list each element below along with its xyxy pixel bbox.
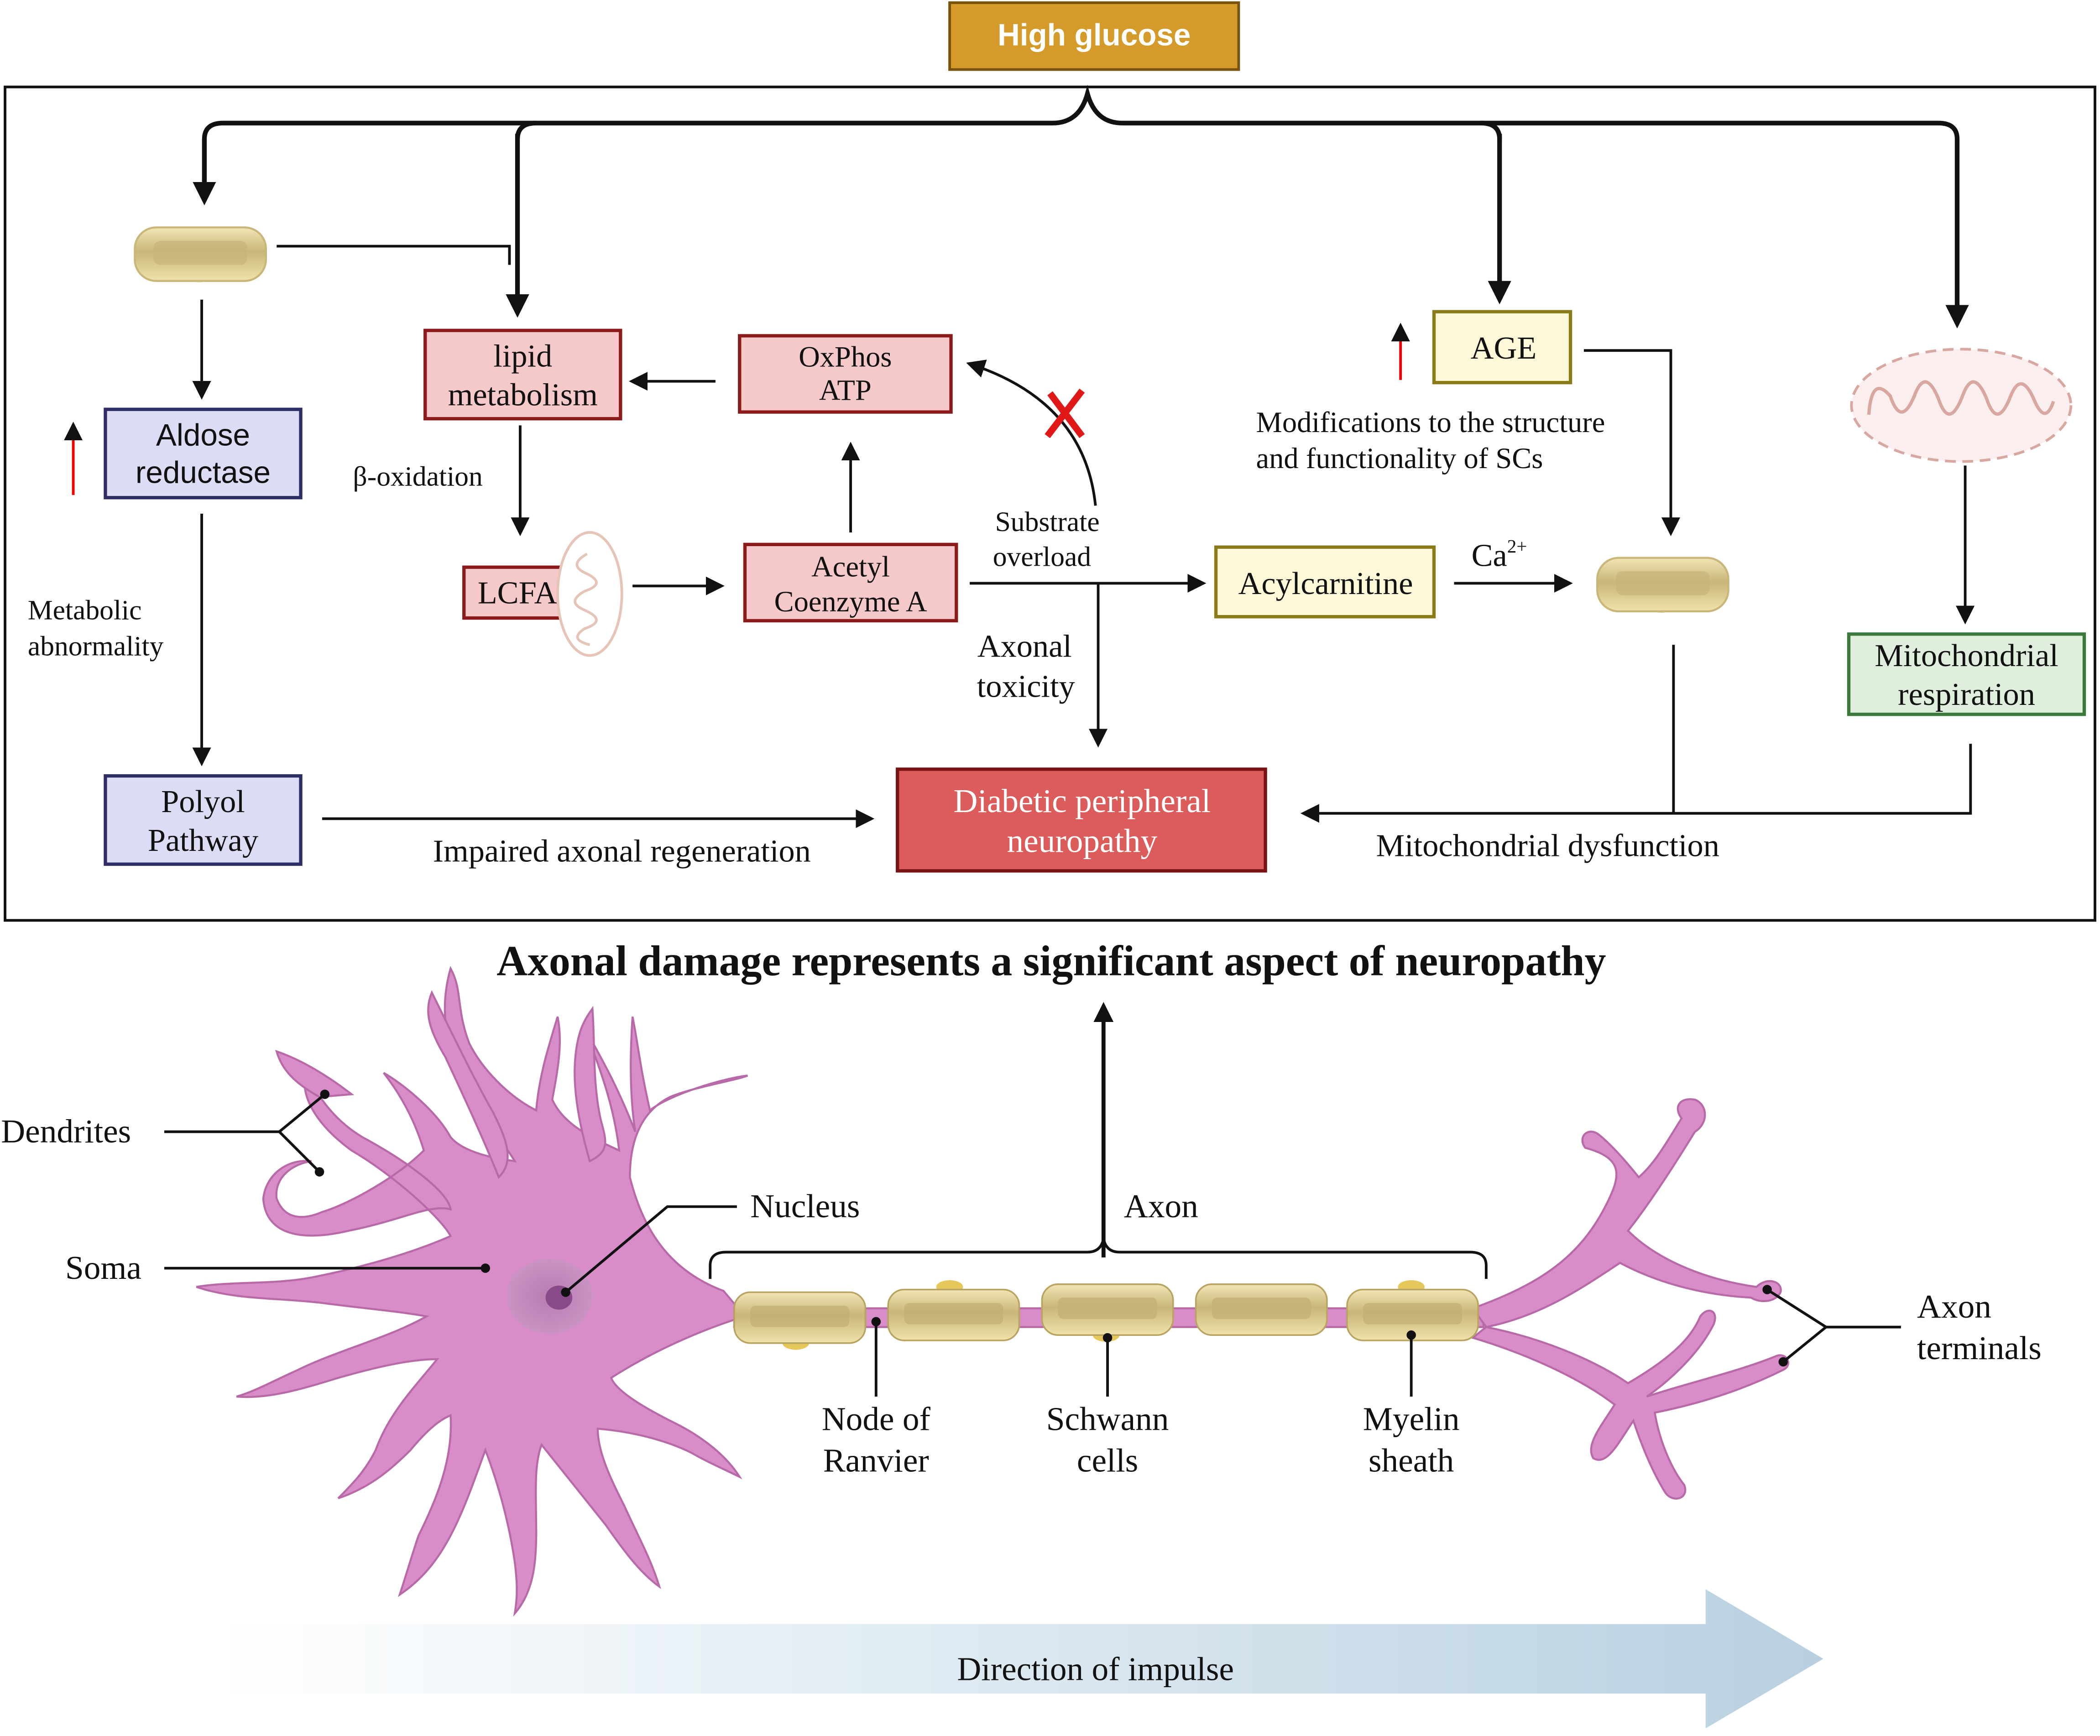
line-schwann-to-lipid xyxy=(277,245,511,265)
schwann-cell-icon-top-left xyxy=(134,226,267,282)
lipid-line-1: lipid xyxy=(493,338,552,374)
nucleus-leader xyxy=(564,1205,737,1293)
axonal-toxicity-line-1: Axonal xyxy=(977,629,1072,664)
direction-label: Direction of impulse xyxy=(957,1651,1234,1688)
lipid-line-2: metabolism xyxy=(448,377,598,412)
axonal-toxicity-line-2: toxicity xyxy=(977,669,1075,704)
schwann-line-1: Schwann xyxy=(1046,1400,1169,1437)
soma-label: Soma xyxy=(65,1249,141,1286)
high-glucose-box: High glucose xyxy=(948,1,1240,71)
terminals-dot-2 xyxy=(1778,1357,1788,1367)
terminals-leader-1 xyxy=(1766,1288,1901,1329)
mitochondrion-icon-small xyxy=(556,531,623,657)
dendrites-leader-2 xyxy=(278,1131,321,1173)
lcfa-box: LCFA xyxy=(462,565,573,620)
modifications-line-1: Modifications to the structure xyxy=(1256,406,1605,438)
myelin-line-1: Myelin xyxy=(1363,1400,1460,1437)
node-ranvier-dot xyxy=(871,1317,881,1327)
terminals-line-2: terminals xyxy=(1917,1329,2042,1366)
dendrites-dot-2 xyxy=(314,1167,324,1177)
high-glucose-brace xyxy=(202,84,1969,328)
metabolic-abnormality-line-2: abnormality xyxy=(28,631,164,662)
headline: Axonal damage represents a significant a… xyxy=(496,938,1606,985)
node-ranvier-line-1: Node of xyxy=(822,1400,931,1437)
substrate-line-2: overload xyxy=(993,541,1092,572)
dpn-line-1: Diabetic peripheral xyxy=(954,782,1211,819)
mito-resp-line-2: respiration xyxy=(1898,677,2035,712)
terminals-leader-2 xyxy=(1782,1326,1827,1363)
high-glucose-label: High glucose xyxy=(998,18,1191,52)
ca2-label: Ca2+ xyxy=(1472,536,1527,573)
polyol-pathway-box: Polyol Pathway xyxy=(104,774,303,866)
schwann-cell-icon-right xyxy=(1596,557,1729,613)
axon-terminals-shape xyxy=(1470,1098,1789,1500)
acylcarnitine-label: Acylcarnitine xyxy=(1238,566,1413,601)
terminals-line-1: Axon xyxy=(1917,1288,1991,1325)
top-panel-frame xyxy=(4,85,2096,922)
aldose-line-1: Aldose xyxy=(156,418,250,452)
acylcarnitine-box: Acylcarnitine xyxy=(1214,545,1436,619)
acetyl-coa-box: Acetyl Coenzyme A xyxy=(743,542,958,623)
myelin-line-2: sheath xyxy=(1369,1442,1454,1479)
nucleus-dot xyxy=(561,1288,570,1297)
brace-branch-lipid xyxy=(515,120,537,140)
terminals-dot-1 xyxy=(1762,1285,1772,1294)
schwann-line-2: cells xyxy=(1077,1442,1138,1479)
aldose-reductase-box: Aldose reductase xyxy=(104,407,303,500)
dendrites-leader-1 xyxy=(164,1093,326,1133)
arrow-age-to-schwann xyxy=(1583,349,1681,537)
mito-respiration-box: Mitochondrial respiration xyxy=(1847,632,2086,716)
dendrites-dot-1 xyxy=(320,1090,330,1099)
acetyl-line-1: Acetyl xyxy=(811,551,890,583)
dpn-line-2: neuropathy xyxy=(1007,823,1158,860)
mito-resp-line-1: Mitochondrial xyxy=(1875,638,2058,673)
age-label: AGE xyxy=(1471,330,1537,366)
age-box: AGE xyxy=(1432,310,1572,385)
node-ranvier-line-2: Ranvier xyxy=(823,1442,929,1479)
soma-dot xyxy=(481,1263,490,1273)
lipid-metabolism-box: lipid metabolism xyxy=(423,328,622,421)
brace-branch-age xyxy=(1480,120,1502,140)
impaired-regeneration-label: Impaired axonal regeneration xyxy=(433,833,811,869)
line-resp-down xyxy=(1673,744,1972,815)
dpn-box: Diabetic peripheral neuropathy xyxy=(896,767,1267,873)
dendrites-label: Dendrites xyxy=(1,1113,131,1150)
axon-label: Axon xyxy=(1124,1188,1198,1225)
block-x-icon xyxy=(1045,388,1085,438)
oxphos-line-1: OxPhos xyxy=(799,340,892,373)
polyol-line-2: Pathway xyxy=(148,823,258,858)
acetyl-line-2: Coenzyme A xyxy=(774,585,927,618)
mitochondrion-icon-large xyxy=(1850,348,2073,463)
mito-dysfunction-label: Mitochondrial dysfunction xyxy=(1376,828,1719,864)
oxphos-atp-box: OxPhos ATP xyxy=(738,334,953,414)
nucleus-label: Nucleus xyxy=(750,1188,860,1225)
axon-bracket xyxy=(709,1238,1488,1279)
neuron-soma xyxy=(196,966,748,1617)
myelin-dot xyxy=(1406,1330,1416,1340)
lcfa-label: LCFA xyxy=(478,575,558,610)
schwann-dot xyxy=(1102,1333,1113,1343)
beta-oxidation-label: β-oxidation xyxy=(353,461,482,492)
metabolic-abnormality-line-1: Metabolic xyxy=(28,595,142,626)
substrate-line-1: Substrate xyxy=(995,506,1100,537)
polyol-line-1: Polyol xyxy=(161,784,245,819)
aldose-line-2: reductase xyxy=(136,455,271,490)
modifications-line-2: and functionality of SCs xyxy=(1256,442,1543,474)
arrow-substrate-blocked xyxy=(966,360,1097,506)
oxphos-line-2: ATP xyxy=(819,374,872,407)
direction-arrow xyxy=(222,1589,1823,1729)
